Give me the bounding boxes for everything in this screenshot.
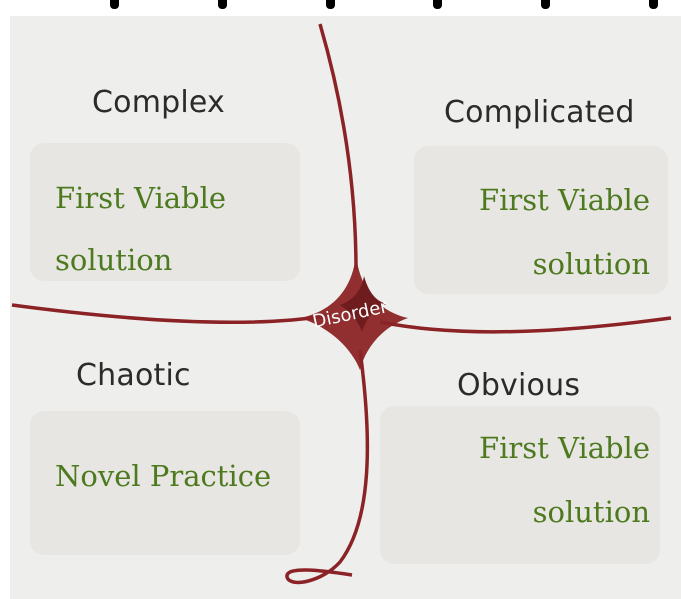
curve-top bbox=[318, 23, 358, 271]
obvious-body-line-2: solution bbox=[532, 495, 650, 529]
obvious-body-line-1: First Viable bbox=[478, 431, 650, 465]
complicated-box bbox=[414, 146, 668, 294]
cropped-top-strip bbox=[0, 0, 681, 16]
complex-body-line-2: solution bbox=[55, 243, 173, 277]
complicated-label: Complicated bbox=[444, 95, 635, 130]
curve-bottom bbox=[285, 349, 370, 585]
curve-left bbox=[11, 303, 326, 325]
chaotic-body-line-1: Novel Practice bbox=[55, 459, 272, 493]
complex-label: Complex bbox=[92, 85, 225, 120]
center-highlight bbox=[340, 276, 386, 332]
obvious-box bbox=[380, 406, 660, 564]
cropped-glyph bbox=[541, 0, 550, 9]
complex-box bbox=[30, 143, 300, 281]
cropped-glyph bbox=[326, 0, 335, 9]
cropped-glyph bbox=[110, 0, 119, 9]
cropped-glyph bbox=[433, 0, 442, 9]
complex-body-line-1: First Viable bbox=[55, 181, 227, 215]
complicated-body-line-1: First Viable bbox=[478, 183, 650, 217]
chaotic-box bbox=[30, 411, 300, 555]
cropped-glyph bbox=[218, 0, 227, 9]
curve-right bbox=[379, 316, 672, 334]
complicated-body-line-2: solution bbox=[532, 247, 650, 281]
cropped-glyph bbox=[649, 0, 658, 9]
chaotic-label: Chaotic bbox=[76, 358, 191, 393]
obvious-label: Obvious bbox=[457, 368, 581, 403]
